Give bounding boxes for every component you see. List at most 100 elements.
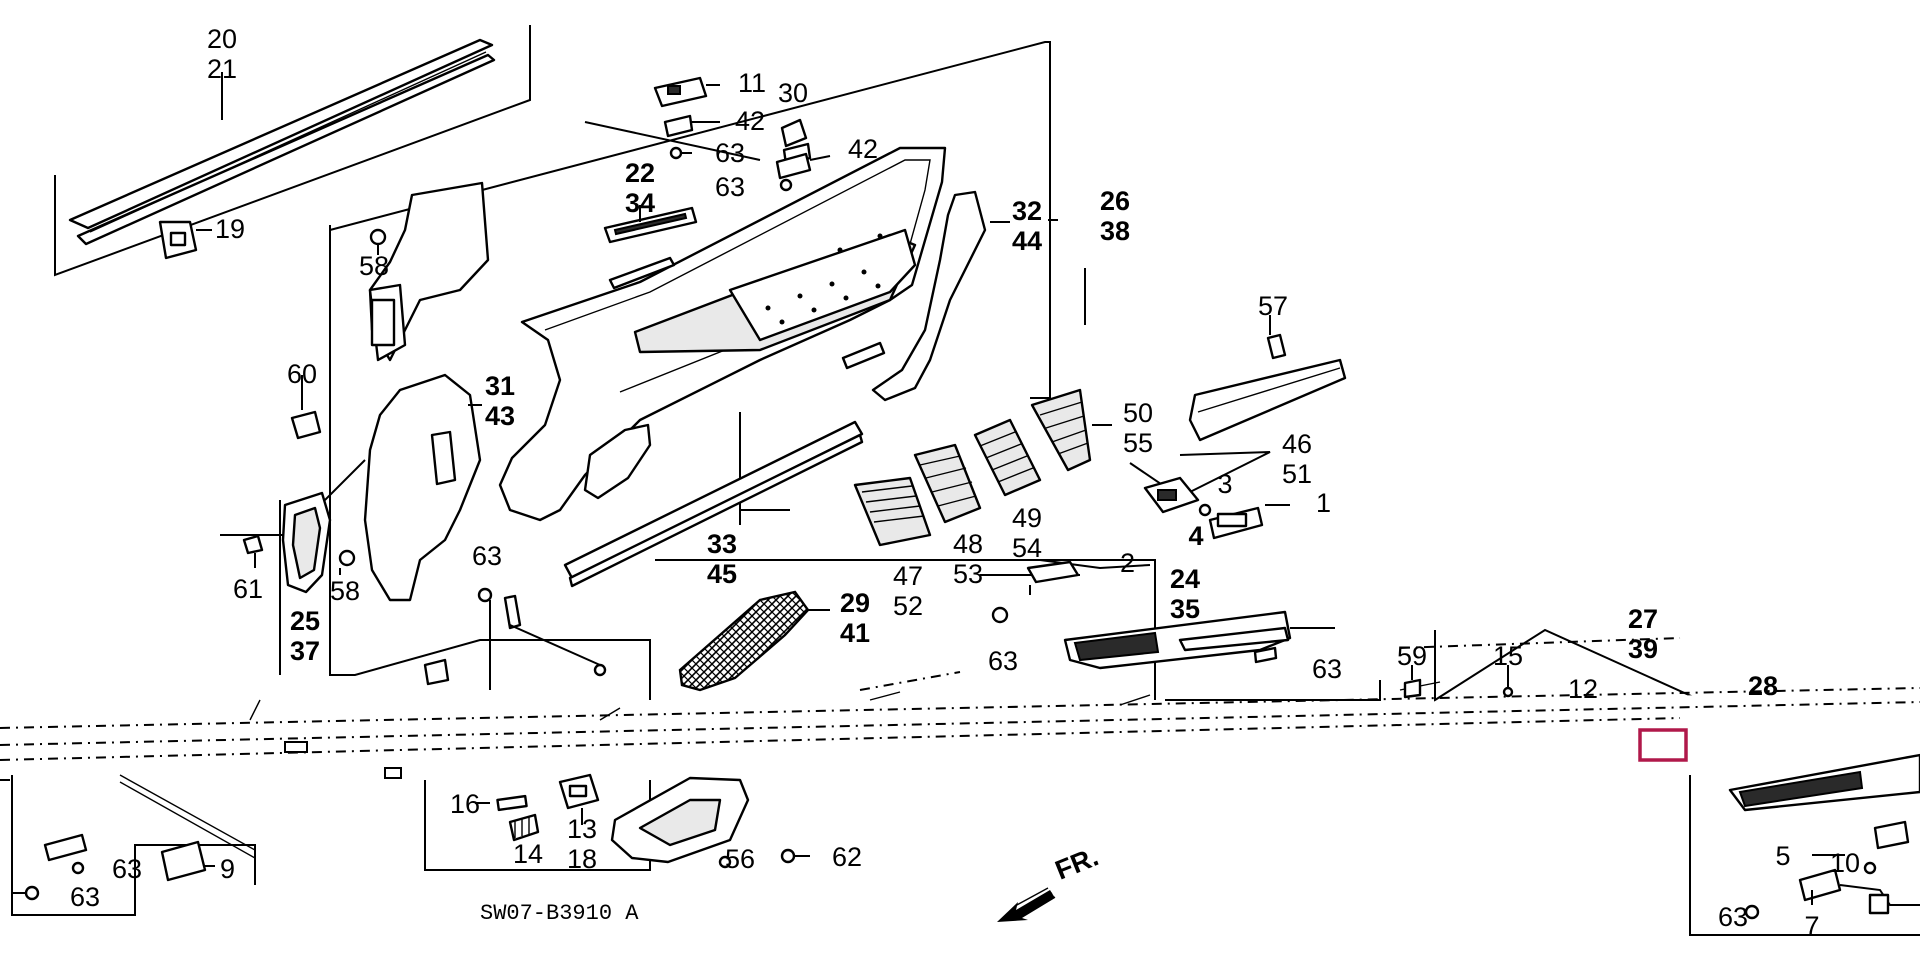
callout-9: 9 [220,854,235,884]
lower-right-bracket [1689,775,1920,936]
callout-63: 63 [715,172,745,202]
callout-number: 9 [220,854,235,884]
spring-14 [508,813,540,842]
callout-number: 42 [848,134,878,164]
callout-58: 58 [330,576,360,606]
screw-58b [338,549,356,575]
callout-number: 24 [1170,564,1200,594]
callout-number: 25 [290,606,320,636]
callout-number: 63 [112,854,142,884]
clip-63-mid [477,587,607,690]
screw-63c [991,606,1009,624]
door-trim-31-43 [363,373,482,602]
callout-63: 63 [715,138,745,168]
callout-number: 2 [1120,548,1135,578]
switch-22-34 [603,205,698,244]
panel-rivets [765,233,883,325]
callout-62: 62 [832,842,862,872]
scan-artifact-band [0,637,1920,779]
callout-number: 12 [1568,674,1598,704]
callout-number: 54 [1012,533,1042,563]
weatherstrip-bracket [54,25,531,277]
screw-61 [242,534,264,568]
callout-7: 7 [1804,911,1819,941]
callout-11: 11 [738,68,766,98]
callout-number: 20 [207,24,237,54]
callout-number: 47 [893,561,923,591]
highlight-marker[interactable] [1638,728,1688,762]
screw-62 [780,848,810,864]
callout-number: 62 [832,842,862,872]
callout-number: 43 [485,401,515,431]
callout-number: 49 [1012,503,1042,533]
door-panel-bracket [329,41,1051,399]
master-switch-lower-right [1728,753,1920,812]
clip-59 [1403,665,1422,699]
screw-63b [779,178,793,192]
direction-label: FR. [1051,841,1103,885]
callout-63: 63 [70,882,100,912]
callout-number: 19 [215,214,245,244]
callout-number: 63 [472,541,502,571]
callout-number: 31 [485,371,515,401]
pocket-panel-33-45 [563,420,864,588]
inside-handle [610,776,750,864]
callout-number: 26 [1100,186,1130,216]
callout-number: 38 [1100,216,1130,246]
clip-19 [158,220,212,260]
callout-57: 57 [1258,291,1288,321]
clip-15 [1502,665,1514,698]
callout-number: 63 [1312,654,1342,684]
rod-16 [475,794,528,812]
callout-58: 58 [359,251,389,281]
bezel-25-37 [281,491,332,594]
grille-50-55 [1030,388,1112,472]
callout-number: 22 [625,158,655,188]
callout-1: 1 [1316,488,1331,518]
latch-13-18 [558,773,600,825]
switch-box-diamond [1129,451,1271,499]
callout-number: 50 [1123,398,1153,428]
callout-3: 3 [1217,469,1232,499]
pull-pocket-31-43 [368,181,490,362]
callout-number: 34 [625,188,655,218]
callout-number: 10 [1830,848,1860,878]
screw-58a [369,228,387,255]
callout-number: 29 [840,588,870,618]
callout-15: 15 [1493,641,1523,671]
callout-number: 48 [953,529,983,559]
clip-9 [160,840,215,882]
callout-number: 51 [1282,459,1312,489]
callout-number: 5 [1775,841,1790,871]
callout-10: 10 [1830,848,1860,878]
callout-number: 53 [953,559,983,589]
callout-number: 1 [1316,488,1331,518]
callout-number: 35 [1170,594,1200,624]
callout-42: 42 [848,134,878,164]
callout-number: 41 [840,618,870,648]
callout-number: 56 [725,844,755,874]
screw-63-lower-right [1744,904,1760,920]
armrest-strip-32-44 [871,190,1010,402]
callout-number: 14 [513,839,543,869]
callout-number: 28 [1748,671,1778,701]
callout-number: 55 [1123,428,1153,458]
callout-number: 63 [715,172,745,202]
weatherstrip-20-21 [68,38,496,246]
screw-57 [1266,315,1287,360]
callout-number: 60 [287,359,317,389]
callout-number: 63 [715,138,745,168]
callout-number: 21 [207,54,237,84]
screw-10 [1863,861,1877,875]
